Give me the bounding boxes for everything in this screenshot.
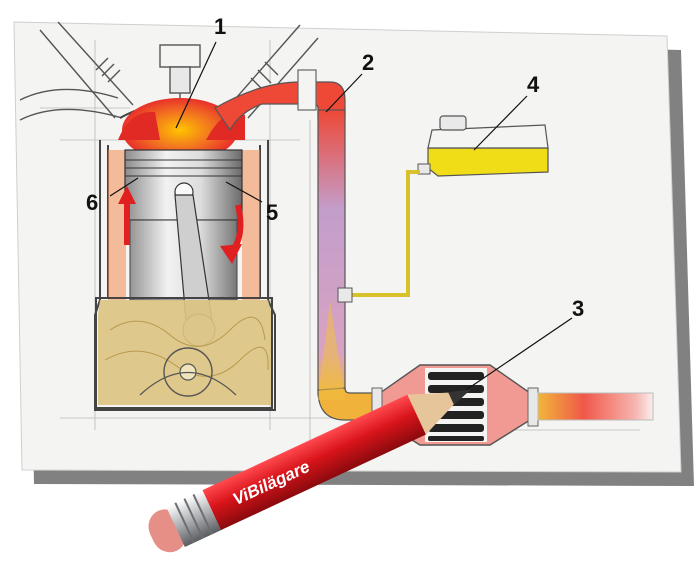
pencil-lead xyxy=(448,389,472,405)
callout-2: 2 xyxy=(362,50,374,75)
upward-motion-arrow xyxy=(118,186,136,245)
crankcase xyxy=(95,297,273,409)
cylinder-heat-left xyxy=(108,150,126,300)
cylinder-heat-right xyxy=(242,150,260,300)
callout-1: 1 xyxy=(214,14,226,39)
pencil-body xyxy=(202,394,426,531)
callout-6: 6 xyxy=(86,190,98,215)
line-fitting xyxy=(337,287,353,303)
callout-4: 4 xyxy=(527,72,540,97)
reservoir-tank xyxy=(417,115,549,177)
downward-motion-arrow xyxy=(220,204,244,264)
pencil-tip-wood xyxy=(407,391,466,435)
callout-5: 5 xyxy=(266,200,278,225)
reservoir-line xyxy=(350,170,420,297)
intake-valve-flame xyxy=(118,111,160,140)
callout-leaders xyxy=(109,41,573,391)
callout-3: 3 xyxy=(572,296,584,321)
tailpipe xyxy=(537,392,654,421)
oil-fill-cone xyxy=(318,300,345,400)
